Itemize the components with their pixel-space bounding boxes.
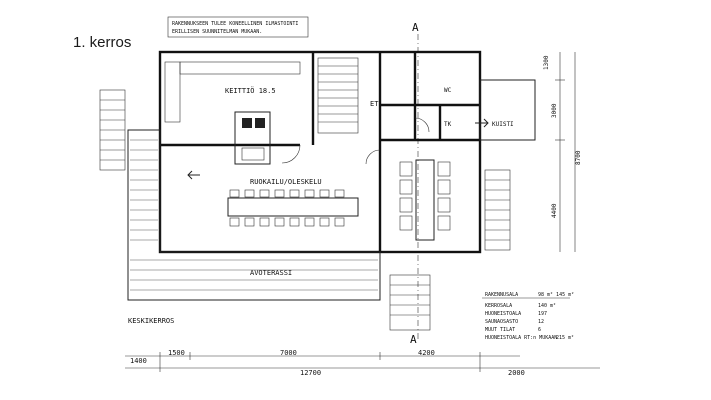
dim-2000: 2000 xyxy=(508,369,525,377)
room-label-tk: TK xyxy=(444,121,452,128)
sofa-seats xyxy=(399,161,451,231)
outdoor-steps-right xyxy=(484,169,511,251)
kitchen-counter-north xyxy=(179,61,301,75)
area-row-label: MUUT TILAT xyxy=(485,327,515,333)
room-label-hall: ET xyxy=(370,100,379,108)
dim-1300: 1300 xyxy=(543,55,550,70)
fireplace-core-1 xyxy=(242,118,252,128)
area-table: RAKENNUSALA 98 m² 145 m² KERROSALA 140 m… xyxy=(482,292,574,341)
ventilation-note-line2: ERILLISEN SUUNNITELMAN MUKAAN. xyxy=(172,29,262,35)
section-marker-top: A xyxy=(412,21,419,34)
section-marker-bottom: A xyxy=(410,333,417,346)
room-label-kitchen: KEITTIÖ 18.5 xyxy=(225,86,276,95)
outdoor-steps-bottom xyxy=(389,274,431,331)
entrance-arrow-west xyxy=(187,170,200,180)
dim-3000: 3000 xyxy=(551,103,558,118)
door-swing-hall xyxy=(365,149,381,165)
area-row-value: 197 xyxy=(538,311,547,317)
area-row-label: HUONEISTOALA xyxy=(485,311,521,317)
ventilation-note-line1: RAKENNUKSEEN TULEE KONEELLINEN ILMASTOIN… xyxy=(172,21,298,27)
dim-1400: 1400 xyxy=(130,357,147,365)
area-row-label: RAKENNUSALA xyxy=(485,292,518,298)
door-swing-tk xyxy=(414,117,430,133)
dining-table xyxy=(227,197,359,217)
slide-title: 1. kerros xyxy=(73,34,132,51)
porch-outline xyxy=(479,79,536,141)
sofa-table xyxy=(415,159,435,241)
room-label-ground: KESKIKERROS xyxy=(128,317,174,325)
dim-1500: 1500 xyxy=(168,349,185,357)
area-row-value: 98 m² 145 m² xyxy=(538,292,574,298)
room-label-terrace: AVOTERASSI xyxy=(250,269,292,277)
terrace-deck xyxy=(127,129,381,301)
area-row-value: 12 xyxy=(538,319,544,325)
dimension-lines-bottom xyxy=(125,352,600,372)
dim-8700: 8700 xyxy=(575,150,582,165)
dim-4200: 4200 xyxy=(418,349,435,357)
staircase xyxy=(317,57,359,134)
area-row-label: SAUNAOSASTO xyxy=(485,319,518,325)
fireplace-oven xyxy=(241,147,265,161)
fireplace-core-2 xyxy=(255,118,265,128)
area-row-value: 215 m² xyxy=(556,335,574,341)
area-row-value: 6 xyxy=(538,327,541,333)
outdoor-steps-left xyxy=(99,89,126,171)
room-label-porch: KUISTI xyxy=(492,121,514,128)
kitchen-counter-west xyxy=(164,61,181,123)
fireplace xyxy=(234,111,271,165)
entrance-arrow-east xyxy=(475,118,489,128)
dim-12700: 12700 xyxy=(300,369,321,377)
room-label-wc: WC xyxy=(444,87,452,94)
door-swing-kitchen xyxy=(281,144,301,164)
area-row-label: KERROSALA xyxy=(485,303,512,309)
dining-chairs xyxy=(229,189,345,227)
dim-4400: 4400 xyxy=(551,203,558,218)
ventilation-note-box xyxy=(167,16,309,38)
area-row-value: 140 m² xyxy=(538,303,556,309)
dimension-lines-right xyxy=(555,52,576,252)
dim-7000: 7000 xyxy=(280,349,297,357)
room-label-dining: RUOKAILU/OLESKELU xyxy=(250,178,322,186)
area-row-label: HUONEISTOALA RT:n MUKAAN xyxy=(485,335,557,341)
